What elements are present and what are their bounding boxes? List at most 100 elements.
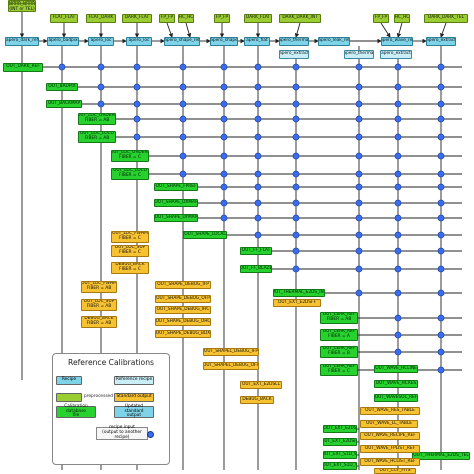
recipe-input-dot: [133, 100, 141, 108]
recipe-r-shape: apero_shape: [210, 37, 238, 46]
recipe-input-dot: [179, 100, 187, 108]
recipe-input-dot: [179, 63, 187, 71]
recipe-input-dot: [394, 183, 402, 191]
recipe-input-dot: [394, 63, 402, 71]
recipe-input-dot: [355, 152, 363, 160]
legend-title: Reference Calibrations: [68, 358, 154, 367]
recipe-input-dot: [292, 83, 300, 91]
calib-output-c-thermal-tel: OUT_THERMAL_E2DS_TEL: [412, 452, 470, 460]
recipe-input-dot: [437, 199, 445, 207]
calib-output-c-thermal: OUT_THERMAL_E2DS_INT: [273, 289, 325, 297]
recipe-input-dot: [254, 183, 262, 191]
recipe-input-dot: [355, 199, 363, 207]
std-output-s-thermal-fp: OUT_EXT_E2DSFF: [273, 299, 321, 307]
recipe-input-dot: [437, 100, 445, 108]
raw-to-recipe-arrow: [440, 22, 447, 38]
recipe-input-dot: [394, 152, 402, 160]
recipe-input-dot: [437, 314, 445, 322]
calib-output-c-shape-dymap: OUT_SHAPE_DYMAP: [154, 214, 198, 222]
calib-output-c-loc-loco-c: OUT_LOC_LOCO FIBER = C: [111, 168, 149, 180]
recipe-input-dot: [292, 133, 300, 141]
raw-file-hc-hc: HC_HC: [178, 14, 194, 23]
calib-output-c-dark-ref: OUT_DARK_REF: [3, 63, 43, 72]
std-output-s-wave-hclist: OUT_WAVE_HCLIST_REF: [360, 458, 420, 466]
recipe-r-thermal1: apero_thermal: [279, 37, 309, 46]
calib-output-c-ext-e2dsff: OUT_EXT_E2DSFF: [323, 438, 357, 446]
raw-file-fp-fp-a: FP_FP: [159, 14, 175, 23]
recipe-input-dot: [179, 115, 187, 123]
recipe-input-dot: [254, 133, 262, 141]
recipe-input-dot: [437, 183, 445, 191]
raw-file-flat-dark: FLAT_DARK: [86, 14, 116, 23]
recipe-input-dot: [394, 100, 402, 108]
recipe-input-dot: [437, 289, 445, 297]
raw-file-fp-fp-c: FP_FP: [373, 14, 389, 23]
recipe-input-dot: [220, 214, 228, 222]
recipe-input-dot: [254, 214, 262, 222]
std-output-s-debug-back-c: DEBUG_BACK FIBER = C: [111, 262, 149, 274]
recipe-input-dot: [220, 170, 228, 178]
recipe-input-dot: [179, 133, 187, 141]
recipe-input-dot: [292, 265, 300, 273]
calib-output-c-loc-orderp-ab: OUT_LOC_ORDERP FIBER = AB: [78, 113, 116, 125]
recipe-r-extract2: apero_extract: [380, 50, 412, 59]
recipe-input-dot: [437, 214, 445, 222]
recipe-input-dot: [394, 331, 402, 339]
recipe-input-dot: [437, 83, 445, 91]
legend-input-dot-icon: [147, 431, 154, 438]
recipe-input-dot: [355, 170, 363, 178]
recipe-input-dot: [292, 115, 300, 123]
recipe-input-dot: [292, 63, 300, 71]
recipe-input-dot: [355, 83, 363, 91]
recipe-r-shape-master: apero_shape_ref: [164, 37, 200, 46]
std-output-s-debug-back-ab: DEBUG_BACK FIBER = AB: [81, 316, 117, 328]
recipe-input-dot: [394, 115, 402, 123]
raw-file-dark-dark-tel: DARK_DARK_TEL: [424, 14, 468, 23]
recipe-input-dot: [394, 199, 402, 207]
recipe-r-flat: apero_flat: [244, 37, 270, 46]
recipe-input-dot: [394, 247, 402, 255]
std-output-s-shape-dbg-bdx: OUT_SHAPE_DEBUG_BDX: [155, 330, 211, 338]
calib-output-c-ff-blaze: OUT_FF_BLAZE: [240, 265, 272, 273]
std-output-s-loc-sup-c: OUT_LOC_SUP FIBER = C: [111, 245, 149, 257]
calib-output-c-loc-loco-ab: OUT_LOC_LOCO FIBER = AB: [78, 131, 116, 143]
calib-output-c-wave-hcline: OUT_WAVE_HCLINE: [374, 365, 418, 373]
std-output-s-shapel-dbg-ofp: OUT_SHAPEL_DEBUG_OFP: [203, 362, 259, 370]
std-output-s-shape-dbg-ofp: OUT_SHAPE_DEBUG_OFP: [155, 295, 211, 303]
calib-output-c-ext-s1d-v: OUT_EXT_S1D_V: [323, 462, 357, 470]
raw-file-dark-dark-int: DARK_DARK_INT: [279, 14, 321, 23]
calib-output-c-wave-final: OUT_WAVESOL_REF: [374, 394, 418, 402]
recipe-r-extract3: apero_extract: [426, 37, 456, 46]
recipe-input-dot: [437, 115, 445, 123]
recipe-input-dot: [254, 199, 262, 207]
recipe-r-loc2: apero_loc: [126, 37, 152, 46]
legend-swatch-recipe: Recipe: [56, 376, 82, 385]
recipe-input-dot: [220, 115, 228, 123]
recipe-input-dot: [97, 63, 105, 71]
recipe-input-dot: [179, 83, 187, 91]
recipe-input-dot: [97, 83, 105, 91]
std-output-s-wave-fpline: OUT_WAVE_FPLIST_REF: [360, 445, 420, 453]
std-output-s-loc-fwhm-c: OUT_LOC_FWHM FIBER = C: [111, 231, 149, 243]
recipe-input-dot: [292, 183, 300, 191]
recipe-input-dot: [133, 83, 141, 91]
recipe-input-dot: [220, 100, 228, 108]
recipe-input-dot: [437, 63, 445, 71]
std-output-s-wave-res: OUT_WAVE_RES_TABLE: [360, 407, 420, 415]
std-output-s-loc-sup-ab: OUT_LOC_SUP FIBER = AB: [81, 299, 117, 311]
recipe-input-dot: [355, 115, 363, 123]
recipe-input-dot: [437, 265, 445, 273]
recipe-input-dot: [437, 170, 445, 178]
legend-label-raw: preprocessed file: [84, 394, 121, 399]
recipe-r-thermal2: apero_thermal: [344, 50, 374, 59]
recipe-input-dots: [58, 63, 445, 374]
recipe-input-dot: [355, 214, 363, 222]
legend-swatch-std: Standard output: [114, 393, 154, 402]
recipe-input-dot: [220, 133, 228, 141]
recipe-input-dot: [437, 133, 445, 141]
calib-output-c-ff-flat: OUT_FF_FLAT: [240, 247, 272, 255]
calib-output-c-shape-fpref: OUT_SHAPE_FPREF: [154, 183, 198, 191]
raw-to-recipe-arrow: [396, 22, 403, 38]
calib-output-c-shape-dxmap: OUT_SHAPE_DXMAP: [154, 199, 198, 207]
recipe-input-dot: [394, 314, 402, 322]
